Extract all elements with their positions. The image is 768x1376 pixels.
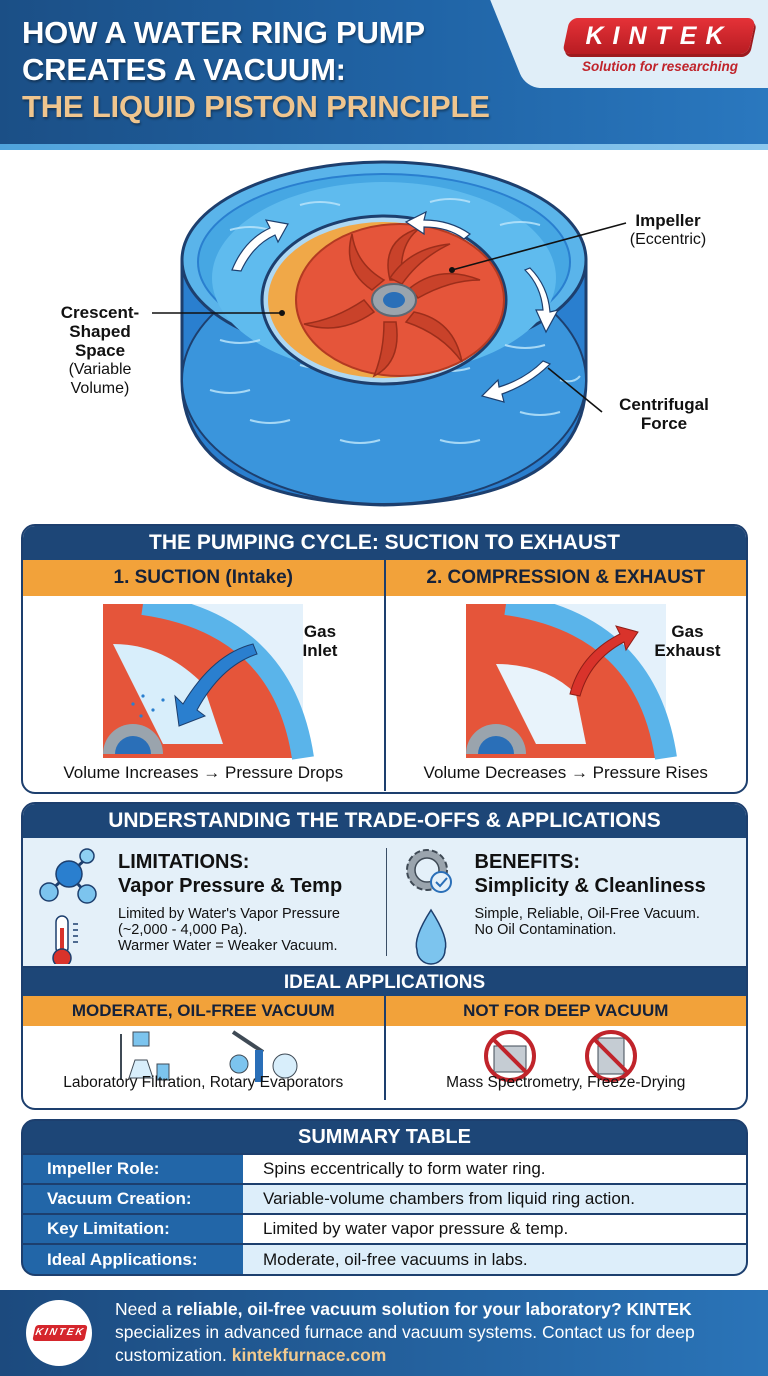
benefits-text: Simple, Reliable, Oil-Free Vacuum. No Oi…	[474, 906, 700, 938]
compression-heading: 2. COMPRESSION & EXHAUST	[385, 560, 746, 596]
deep-vacuum-heading: NOT FOR DEEP VACUUM	[385, 996, 746, 1026]
moderate-vacuum-column: MODERATE, OIL-FREE VACUUM Laboratory Fil…	[23, 996, 386, 1100]
compression-caption: Volume Decreases → Pressure Rises	[423, 763, 708, 782]
summary-title: SUMMARY TABLE	[23, 1121, 746, 1153]
pumping-cycle-panel: THE PUMPING CYCLE: SUCTION TO EXHAUST 1.…	[21, 524, 748, 794]
limitations-text: Limited by Water's Vapor Pressure (~2,00…	[118, 906, 340, 954]
deep-vacuum-caption: Mass Spectrometry, Freeze-Drying	[446, 1074, 686, 1091]
logo-tagline: Solution for researching	[581, 59, 739, 74]
prohibited-equipment-icons	[483, 1030, 637, 1082]
molecule-icon	[39, 848, 97, 964]
table-row: Impeller Role:Spins eccentrically to for…	[23, 1153, 746, 1184]
title-subtitle: THE LIQUID PISTON PRINCIPLE	[22, 89, 490, 124]
title-line-1: HOW A WATER RING PUMP	[22, 15, 425, 50]
thermometer-icon	[52, 915, 78, 964]
filtration-icon	[120, 1031, 170, 1081]
benefits-heading: BENEFITS: Simplicity & Cleanliness	[474, 851, 706, 897]
suction-heading: 1. SUCTION (Intake)	[23, 560, 384, 596]
suction-step: 1. SUCTION (Intake) Gas Inlet Volume Inc…	[23, 560, 386, 791]
moderate-vacuum-caption: Laboratory Filtration, Rotary Evaporator…	[63, 1074, 344, 1091]
applications-title: IDEAL APPLICATIONS	[23, 966, 746, 996]
tradeoffs-panel: UNDERSTANDING THE TRADE-OFFS & APPLICATI…	[21, 802, 748, 1110]
website-link[interactable]: kintekfurnace.com	[231, 1345, 387, 1365]
summary-table: Impeller Role:Spins eccentrically to for…	[23, 1153, 746, 1274]
crescent-space-label: Crescent- Shaped Space (Variable Volume)	[60, 303, 140, 397]
pump-diagram: Crescent- Shaped Space (Variable Volume)…	[0, 150, 768, 515]
logo-text: KINTEK	[585, 22, 733, 50]
gear-check-icon	[405, 849, 452, 965]
header-divider	[0, 144, 768, 150]
suction-caption: Volume Increases → Pressure Drops	[63, 763, 344, 782]
applications-columns: MODERATE, OIL-FREE VACUUM Laboratory Fil…	[23, 996, 746, 1100]
deep-vacuum-column: NOT FOR DEEP VACUUM Mass Spectrometry, F…	[385, 996, 746, 1100]
footer-banner: KINTEK Need a reliable, oil-free vacuum …	[0, 1290, 768, 1376]
header-banner: HOW A WATER RING PUMP CREATES A VACUUM: …	[0, 0, 768, 150]
compression-illustration	[465, 604, 677, 760]
centrifugal-force-label: Centrifugal Force	[619, 395, 709, 433]
table-row: Vacuum Creation:Variable-volume chambers…	[23, 1183, 746, 1214]
lab-equipment-icons	[120, 1030, 298, 1082]
table-row: Ideal Applications:Moderate, oil-free va…	[23, 1243, 746, 1274]
tradeoffs-title: UNDERSTANDING THE TRADE-OFFS & APPLICATI…	[23, 804, 746, 838]
title-line-2: CREATES A VACUUM:	[22, 52, 346, 87]
footer-logo: KINTEK	[32, 1325, 88, 1341]
compression-step: 2. COMPRESSION & EXHAUST Gas Exhaust Vol…	[385, 560, 746, 791]
no-mass-spectrometry-icon	[483, 1030, 536, 1082]
moderate-vacuum-heading: MODERATE, OIL-FREE VACUUM	[23, 996, 384, 1026]
impeller-label: Impeller (Eccentric)	[629, 211, 707, 248]
limitations-column: LIMITATIONS: Vapor Pressure & Temp Limit…	[23, 838, 385, 966]
footer-cta-text: Need a reliable, oil-free vacuum solutio…	[115, 1299, 695, 1365]
gas-exhaust-label: Gas Exhaust	[654, 622, 721, 660]
rotary-evaporator-icon	[229, 1030, 298, 1082]
pumping-cycle-title: THE PUMPING CYCLE: SUCTION TO EXHAUST	[23, 526, 746, 560]
page-title: HOW A WATER RING PUMP CREATES A VACUUM: …	[22, 14, 490, 125]
suction-illustration	[103, 604, 314, 760]
column-divider	[386, 848, 387, 956]
tradeoffs-body: LIMITATIONS: Vapor Pressure & Temp Limit…	[23, 838, 746, 966]
summary-table-panel: SUMMARY TABLE Impeller Role:Spins eccent…	[21, 1119, 748, 1276]
table-row: Key Limitation:Limited by water vapor pr…	[23, 1213, 746, 1244]
benefits-column: BENEFITS: Simplicity & Cleanliness Simpl…	[385, 838, 747, 966]
no-freeze-dryer-icon	[584, 1030, 637, 1082]
limitations-heading: LIMITATIONS: Vapor Pressure & Temp	[118, 851, 343, 897]
water-ring-pump-illustration	[152, 160, 627, 507]
water-drop-icon	[415, 908, 446, 965]
gas-inlet-label: Gas Inlet	[302, 622, 338, 660]
